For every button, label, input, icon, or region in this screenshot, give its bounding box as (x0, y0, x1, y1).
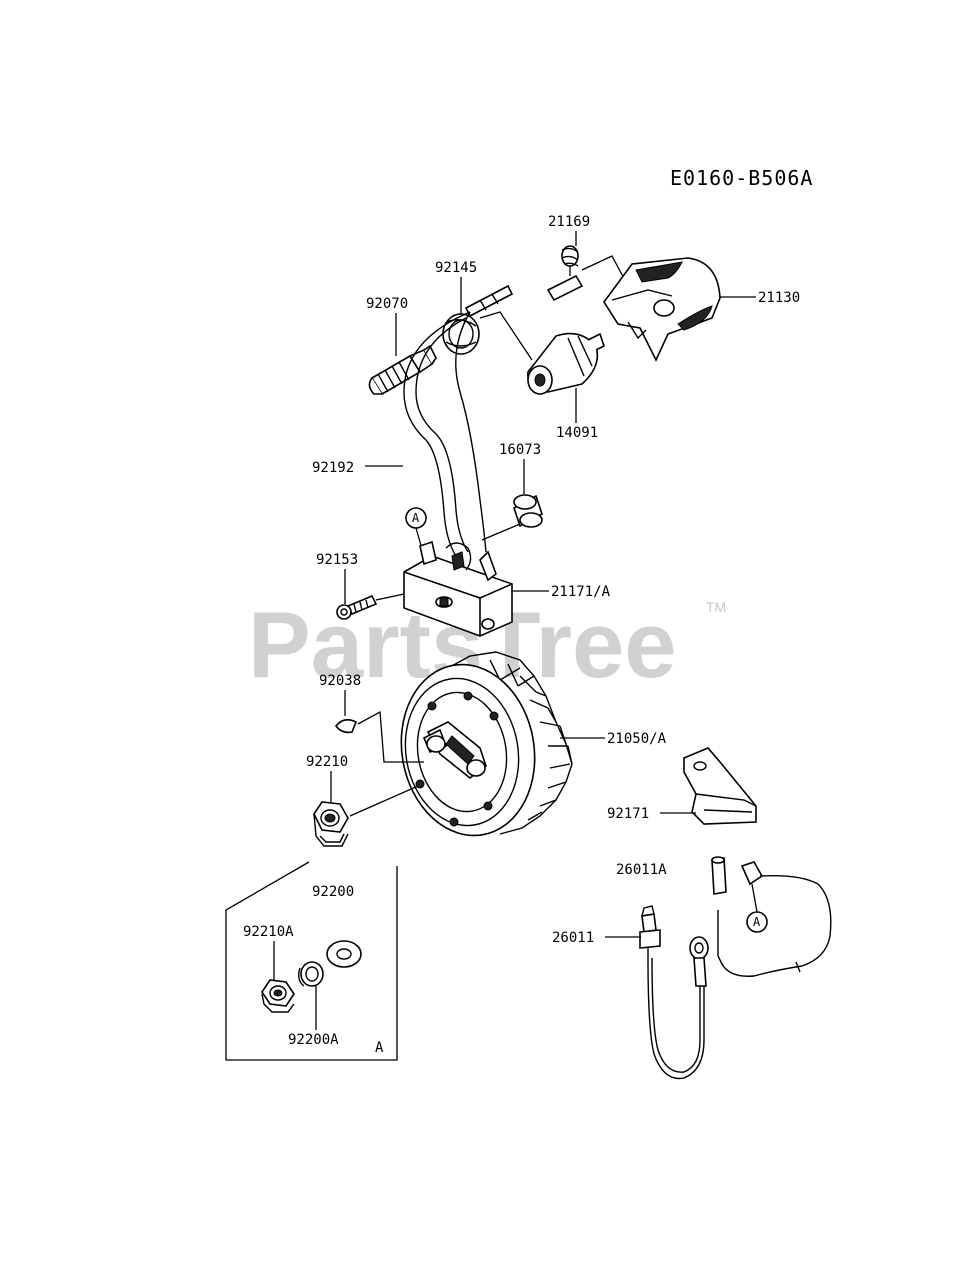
bracket-part[interactable] (683, 747, 757, 825)
label-21050A[interactable]: 21050/A (607, 731, 667, 747)
kit-washer-part[interactable] (297, 961, 324, 987)
spacer-part[interactable] (513, 494, 543, 528)
lead-wire-part[interactable] (639, 905, 709, 1080)
spark-plug-part[interactable] (368, 344, 437, 396)
label-92192[interactable]: 92192 (312, 460, 354, 476)
label-21130[interactable]: 21130 (758, 290, 800, 306)
label-92070[interactable]: 92070 (366, 296, 408, 312)
label-92171[interactable]: 92171 (607, 806, 649, 822)
watermark-trademark: TM (706, 599, 726, 615)
kit-flat-washer-part[interactable] (326, 940, 362, 968)
label-26011A[interactable]: 26011A (616, 862, 667, 878)
kit-nut-92210a-part[interactable] (261, 979, 295, 1013)
label-16073[interactable]: 16073 (499, 442, 541, 458)
label-92210[interactable]: 92210 (306, 754, 348, 770)
kit-box (225, 861, 398, 1061)
label-92210A[interactable]: 92210A (243, 924, 294, 940)
kit-marker: A (375, 1040, 384, 1056)
diagram-code: E0160-B506A (670, 166, 813, 190)
label-92200[interactable]: 92200 (312, 884, 354, 900)
label-14091[interactable]: 14091 (556, 425, 598, 441)
spring-clip-part[interactable] (546, 245, 584, 302)
ht-lead-part[interactable] (403, 284, 514, 557)
label-26011[interactable]: 26011 (552, 930, 594, 946)
flywheel-part[interactable] (388, 651, 573, 846)
label-92153[interactable]: 92153 (316, 552, 358, 568)
ignition-coil-part[interactable] (403, 540, 513, 637)
plug-cap-part[interactable] (527, 332, 605, 395)
coil-bolt-part[interactable] (336, 594, 378, 620)
label-92200A[interactable]: 92200A (288, 1032, 339, 1048)
label-92145[interactable]: 92145 (435, 260, 477, 276)
flywheel-nut-part[interactable] (313, 801, 349, 847)
label-92038[interactable]: 92038 (319, 673, 361, 689)
callout-a-lower-text: A (753, 915, 761, 929)
label-21171A[interactable]: 21171/A (551, 584, 611, 600)
callout-a-upper-text: A (412, 511, 420, 525)
label-21169[interactable]: 21169 (548, 214, 590, 230)
terminal-26011a-part[interactable] (711, 856, 832, 977)
woodruff-key-part[interactable] (334, 718, 358, 734)
ignition-cover-part[interactable] (603, 257, 721, 362)
